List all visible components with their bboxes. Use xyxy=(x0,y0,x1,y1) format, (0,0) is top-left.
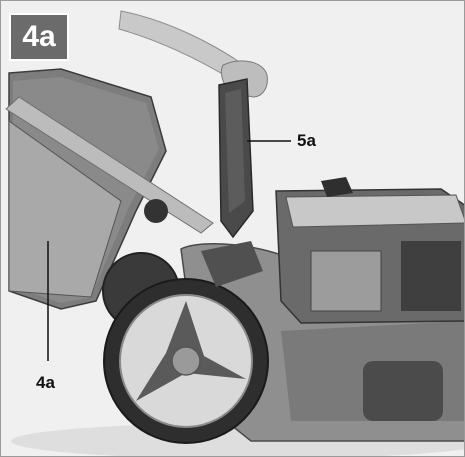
rear-flap-inner xyxy=(225,89,245,213)
rear-wheel-hub xyxy=(171,346,201,376)
engine-carburetor xyxy=(310,250,382,312)
handle-knob xyxy=(144,199,168,223)
figure-badge: 4a xyxy=(9,13,69,61)
handle-bar xyxy=(5,96,214,234)
deck-vent xyxy=(363,361,443,421)
callout-label-grass-bag: 4a xyxy=(36,373,55,392)
engine-fins xyxy=(401,241,461,311)
callout-label-rear-flap: 5a xyxy=(297,131,316,150)
engine-cover xyxy=(285,194,464,228)
engine-cap xyxy=(321,177,353,197)
grass-bag-side-panel xyxy=(8,120,122,298)
height-lever xyxy=(201,241,263,287)
